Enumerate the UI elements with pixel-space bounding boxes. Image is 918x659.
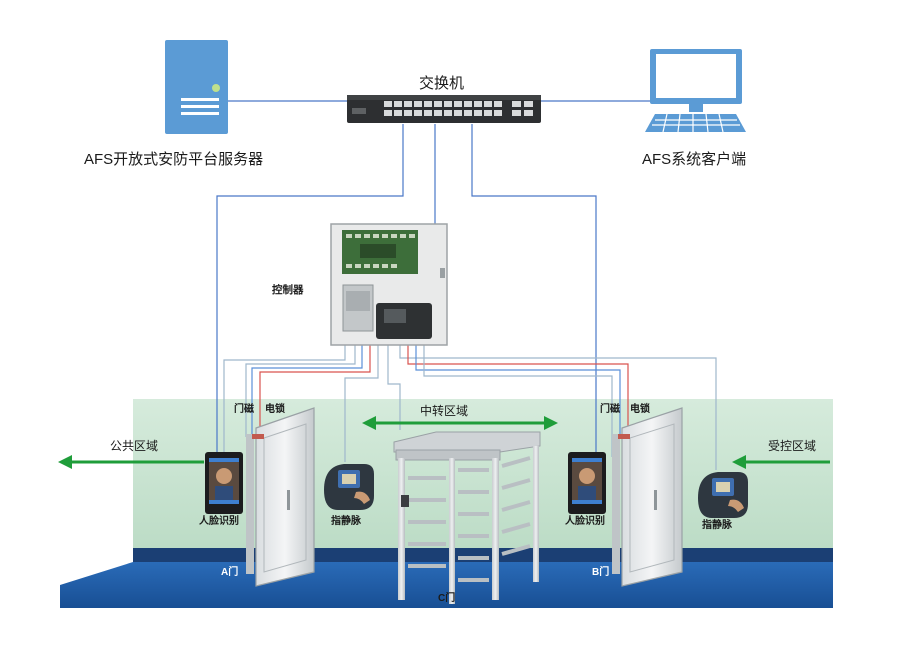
- face-reader-b-label: 人脸识别: [565, 516, 605, 527]
- controlled-zone-label: 受控区域: [768, 439, 817, 453]
- face-reader-a-label: 人脸识别: [199, 516, 239, 527]
- controller-signal-lines: [223, 345, 717, 470]
- server-icon: [165, 40, 228, 134]
- public-zone-label: 公共区域: [110, 439, 159, 453]
- network-lines: [216, 100, 650, 457]
- door-a-lock-label: 电锁: [265, 404, 285, 415]
- turnstile-c-label: C门: [438, 593, 456, 604]
- turnstile-c-icon: [393, 431, 541, 604]
- network-switch-icon: [347, 95, 541, 123]
- client-monitor-icon: [645, 49, 746, 133]
- door-b-sensor-label: 门磁: [600, 404, 620, 415]
- server-label: AFS开放式安防平台服务器: [84, 151, 264, 168]
- face-reader-b-icon: [568, 452, 606, 514]
- switch-label: 交换机: [419, 75, 465, 92]
- controller-label: 控制器: [272, 284, 304, 296]
- transit-zone-label: 中转区域: [420, 404, 469, 418]
- door-b-label: B门: [592, 567, 610, 578]
- door-a-sensor-label: 门磁: [234, 404, 254, 415]
- switch-left-face-reader-link: [216, 124, 404, 457]
- face-reader-a-icon: [205, 452, 243, 514]
- finger-vein-a-icon: [324, 464, 374, 510]
- door-b-lock-marker: [618, 434, 630, 439]
- door-b-lock-label: 电锁: [630, 404, 650, 415]
- door-a-lock-marker: [252, 434, 264, 439]
- zone-arrows: [58, 416, 830, 469]
- switch-right-face-reader-link: [471, 124, 597, 457]
- door-b-icon: [612, 407, 683, 587]
- controller-cabinet-icon: [330, 223, 448, 346]
- door-a-label: A门: [221, 567, 239, 578]
- finger-vein-a-label: 指静脉: [331, 516, 361, 527]
- client-label: AFS系统客户端: [642, 151, 747, 168]
- finger-vein-b-label: 指静脉: [702, 520, 732, 531]
- door-a-icon: [246, 407, 315, 587]
- finger-vein-b-icon: [698, 472, 748, 518]
